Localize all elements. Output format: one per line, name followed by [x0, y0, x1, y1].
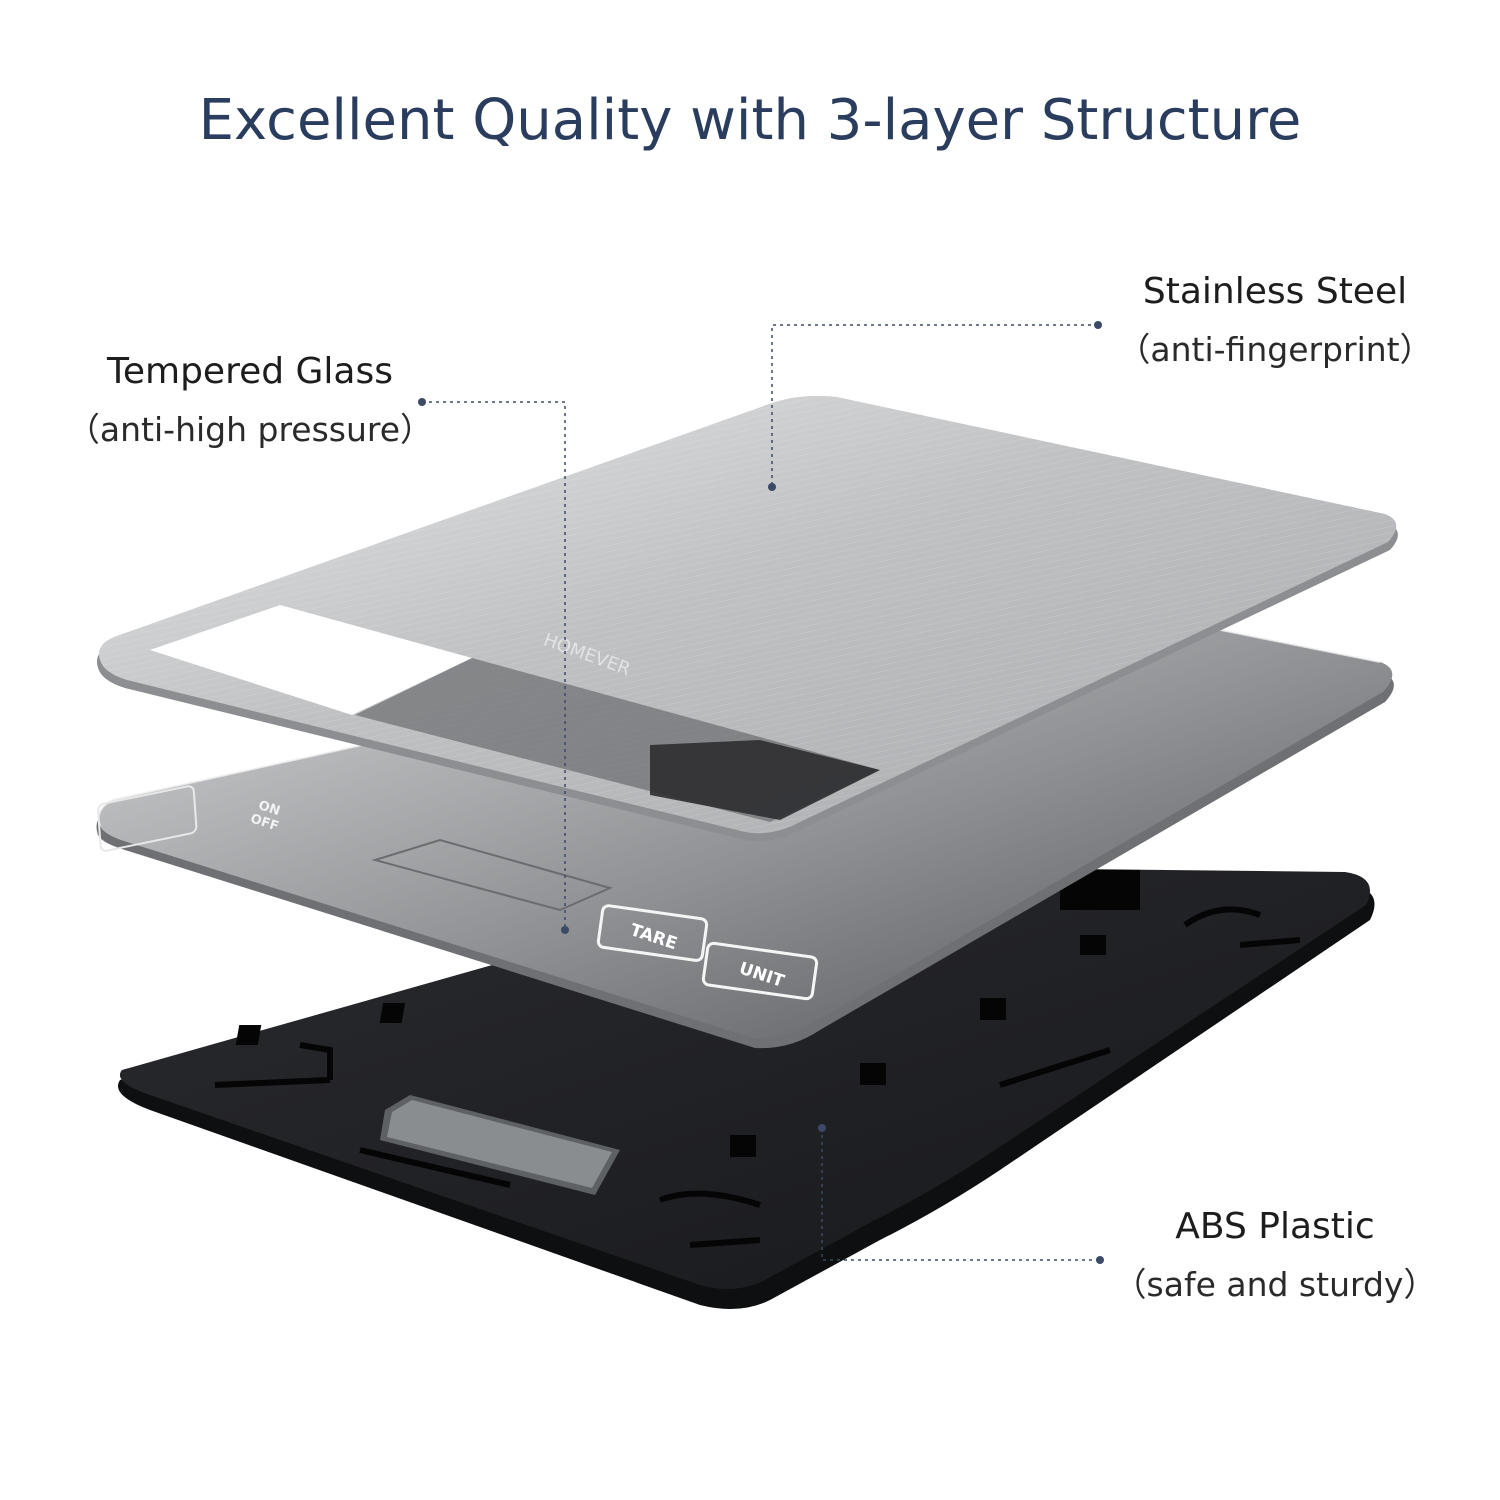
leader-dot-abs-point [818, 1124, 826, 1132]
leader-line-abs [821, 1128, 1100, 1261]
leader-line-steel [771, 324, 1098, 487]
layer-note-abs: （safe and sturdy） [1113, 1265, 1437, 1304]
leader-line-glass [422, 401, 566, 930]
leader-lines [422, 324, 1100, 1261]
abs-plastic-base [118, 865, 1375, 1309]
layer-name-abs: ABS Plastic [1175, 1206, 1375, 1247]
label-stainless-steel: Stainless Steel （anti-fingerprint） [1100, 270, 1450, 372]
layer-name-steel: Stainless Steel [1142, 271, 1408, 312]
stainless-steel-layer: HOMEVER [96, 395, 1398, 842]
leader-dot-abs-label [1096, 1256, 1104, 1264]
page-title: Excellent Quality with 3-layer Structure [198, 88, 1302, 153]
layer-note-steel: （anti-fingerprint） [1117, 330, 1433, 369]
layer-name-glass: Tempered Glass [106, 351, 393, 392]
power-button: ONOFF [97, 785, 282, 852]
leader-dot-glass-label [418, 398, 426, 406]
leader-dot-steel-label [1094, 321, 1102, 329]
layer-note-glass: （anti-high pressure） [66, 410, 434, 449]
label-tempered-glass: Tempered Glass （anti-high pressure） [60, 350, 440, 452]
lcd-display [380, 1095, 620, 1195]
display-window-cutout [150, 605, 472, 715]
leader-dot-steel-point [768, 483, 776, 491]
leader-dots [418, 321, 1104, 1264]
leader-dot-glass-point [561, 926, 569, 934]
label-abs-plastic: ABS Plastic （safe and sturdy） [1100, 1205, 1450, 1307]
